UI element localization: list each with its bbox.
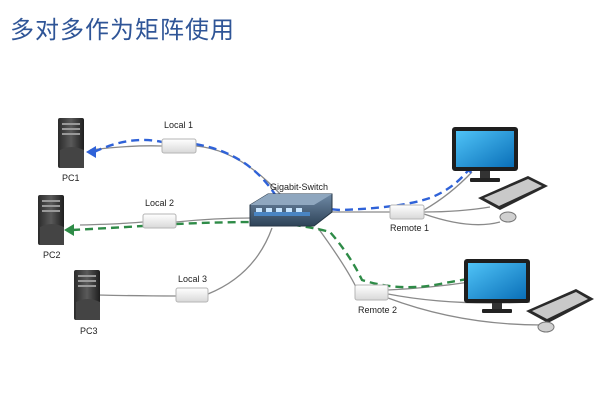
tower-pc-icon xyxy=(74,270,100,320)
local1-label: Local 1 xyxy=(164,120,193,130)
pc1: PC1 xyxy=(58,118,84,183)
local3-label: Local 3 xyxy=(178,274,207,284)
gigabit-switch: Gigabit-Switch xyxy=(249,182,333,227)
local-1: Local 1 xyxy=(161,120,197,154)
keyboard-icon xyxy=(526,289,594,323)
tower-pc-icon xyxy=(38,195,64,245)
mouse-icon xyxy=(537,321,555,333)
extender-box-icon xyxy=(354,284,389,301)
pc1-label: PC1 xyxy=(62,173,80,183)
remote2-label: Remote 2 xyxy=(358,305,397,315)
remote1-label: Remote 1 xyxy=(390,223,429,233)
page-title: 多对多作为矩阵使用 xyxy=(10,16,235,44)
pc3: PC3 xyxy=(74,270,100,336)
pc3-label: PC3 xyxy=(80,326,98,336)
pc2: PC2 xyxy=(38,195,64,260)
green-arrowhead-left xyxy=(64,224,74,236)
blue-arrowhead-left xyxy=(86,146,96,158)
local2-label: Local 2 xyxy=(145,198,174,208)
extender-box-icon xyxy=(389,204,425,220)
mouse-icon xyxy=(499,211,517,223)
remote-2: Remote 2 xyxy=(354,284,397,315)
switch-label: Gigabit-Switch xyxy=(270,182,328,192)
keyboard-icon xyxy=(478,176,548,210)
pc2-label: PC2 xyxy=(43,250,61,260)
extender-box-icon xyxy=(142,213,177,229)
remote-1: Remote 1 xyxy=(389,204,429,233)
local-2: Local 2 xyxy=(142,198,177,229)
extender-box-icon xyxy=(161,138,197,154)
workstation-1 xyxy=(452,127,548,223)
network-switch-icon xyxy=(249,193,333,227)
monitor-icon xyxy=(452,127,518,182)
monitor-icon xyxy=(464,259,530,313)
tower-pc-icon xyxy=(58,118,84,168)
local-3: Local 3 xyxy=(175,274,209,303)
extender-box-icon xyxy=(175,287,209,303)
workstation-2 xyxy=(464,259,594,333)
